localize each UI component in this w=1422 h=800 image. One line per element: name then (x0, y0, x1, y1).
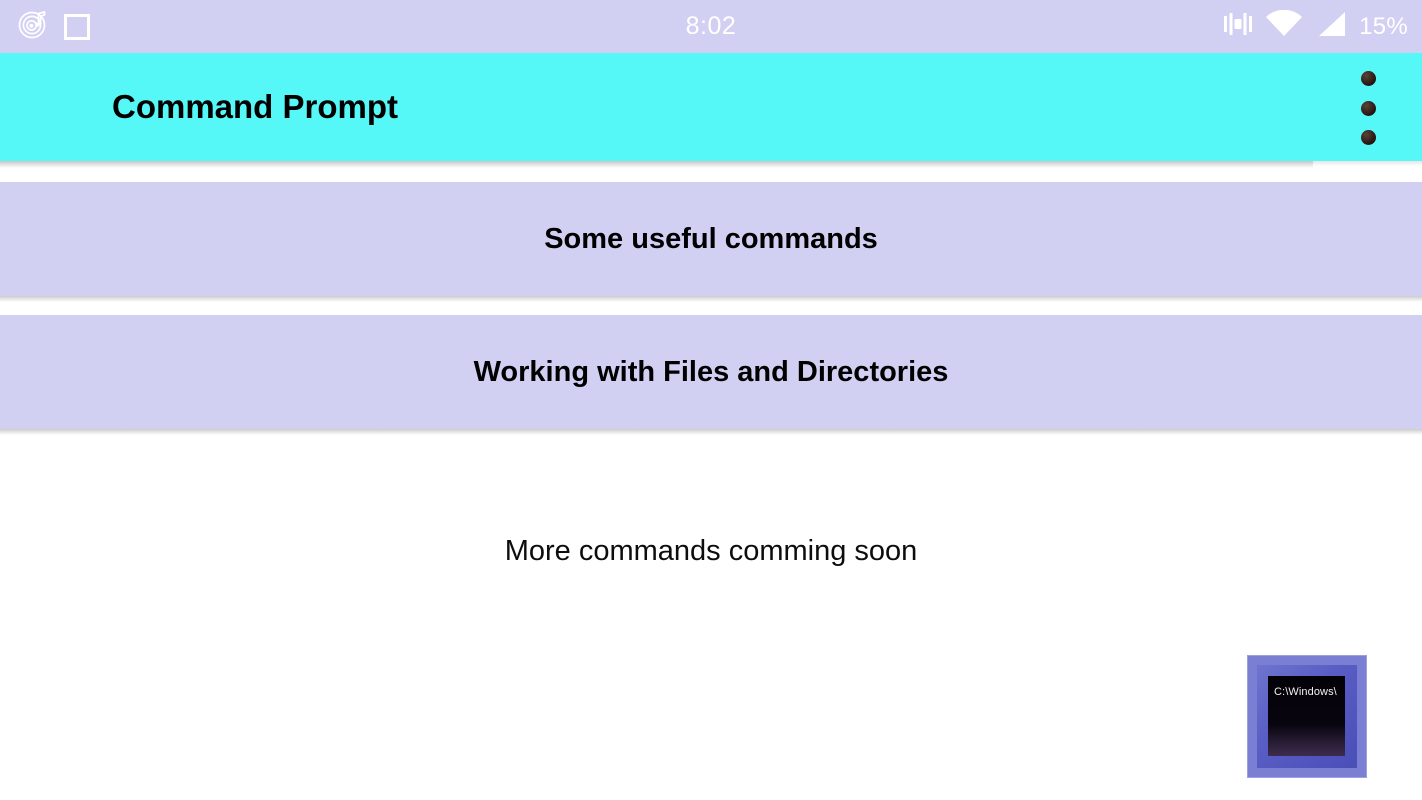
cellular-signal-icon (1315, 10, 1347, 43)
status-bar-right-icons: 15% (1223, 0, 1408, 53)
status-bar-left-icons (18, 9, 90, 44)
overflow-dot-3 (1360, 130, 1376, 145)
status-bar-clock: 8:02 (685, 12, 737, 40)
overflow-dot-2 (1360, 100, 1376, 116)
command-prompt-icon: C:\Windows\ (1247, 655, 1367, 778)
music-record-icon (18, 9, 48, 44)
battery-percent-label: 15% (1359, 12, 1408, 40)
status-bar: 8:02 15% (0, 0, 1422, 53)
command-prompt-icon-screen: C:\Windows\ (1268, 676, 1345, 756)
overflow-menu-icon[interactable] (1357, 71, 1379, 145)
app-bar-shadow-left (0, 161, 1313, 168)
overflow-dot-1 (1360, 71, 1376, 86)
button-working-with-files-and-directories[interactable]: Working with Files and Directories (0, 315, 1422, 435)
coming-soon-note: More commands comming soon (504, 535, 918, 567)
square-stop-icon (64, 13, 90, 40)
button-some-useful-commands[interactable]: Some useful commands (0, 182, 1422, 302)
app-bar-shadow-right (1313, 161, 1422, 166)
vibrate-icon (1223, 10, 1253, 43)
wifi-icon (1265, 9, 1303, 43)
command-prompt-icon-frame: C:\Windows\ (1257, 665, 1357, 768)
command-prompt-icon-path-text: C:\Windows\ (1274, 686, 1337, 698)
command-prompt-icon-glow (1268, 725, 1345, 756)
app-bar (0, 53, 1422, 161)
page-title: Command Prompt (112, 88, 399, 125)
